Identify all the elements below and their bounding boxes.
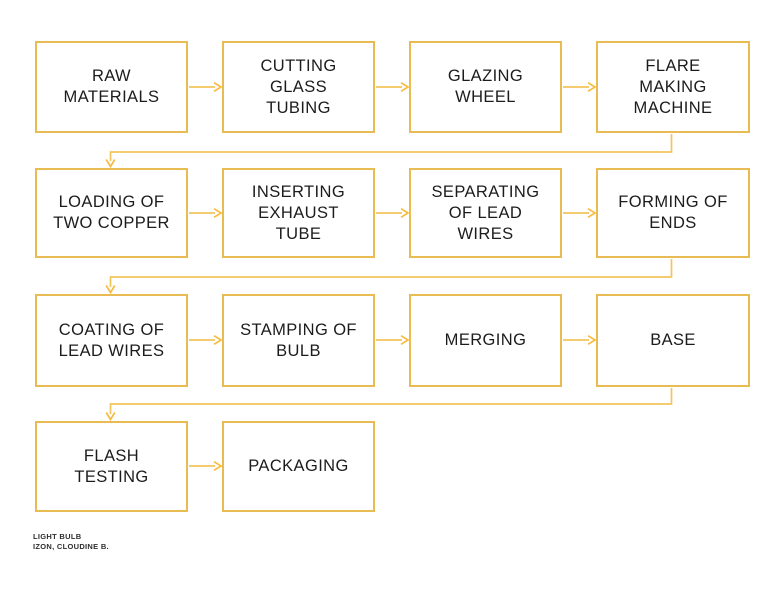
edge-merging-to-base-arrowhead	[587, 334, 597, 346]
edge-separating-to-forming-arrowhead	[587, 207, 597, 219]
edge-inserting-to-separating-arrowhead	[400, 207, 410, 219]
edge-flash-to-packaging-arrowhead	[213, 460, 223, 472]
edge-cutting-to-glazing-arrowhead	[400, 81, 410, 93]
node-flare-making-machine: FLARE MAKING MACHINE	[596, 41, 750, 133]
node-packaging: PACKAGING	[222, 421, 375, 512]
node-inserting-exhaust-tube: INSERTING EXHAUST TUBE	[222, 168, 375, 258]
node-stamping-of-bulb: STAMPING OF BULB	[222, 294, 375, 387]
edge-glazing-to-flare-arrowhead	[587, 81, 597, 93]
node-flash-testing: FLASH TESTING	[35, 421, 188, 512]
footer-credit: LIGHT BULB IZON, CLOUDINE B.	[33, 532, 109, 552]
footer-title: LIGHT BULB	[33, 532, 82, 541]
edge-stamping-to-merging-arrowhead	[400, 334, 410, 346]
edge-base-to-flash-arrowhead	[105, 412, 116, 422]
node-raw-materials: RAW MATERIALS	[35, 41, 188, 133]
edge-forming-to-coating-arrowhead	[105, 285, 116, 295]
edge-flare-to-loading-arrowhead	[105, 159, 116, 169]
node-cutting-glass-tubing: CUTTING GLASS TUBING	[222, 41, 375, 133]
node-base: BASE	[596, 294, 750, 387]
edge-base-to-flash-line	[109, 388, 673, 414]
footer-author: IZON, CLOUDINE B.	[33, 542, 109, 551]
edge-raw-to-cutting-arrowhead	[213, 81, 223, 93]
node-coating-of-lead-wires: COATING OF LEAD WIRES	[35, 294, 188, 387]
node-merging: MERGING	[409, 294, 562, 387]
node-forming-of-ends: FORMING OF ENDS	[596, 168, 750, 258]
node-separating-of-lead-wires: SEPARATING OF LEAD WIRES	[409, 168, 562, 258]
node-glazing-wheel: GLAZING WHEEL	[409, 41, 562, 133]
edge-flare-to-loading-line	[109, 134, 673, 161]
edge-forming-to-coating-line	[109, 259, 673, 287]
edge-coating-to-stamping-arrowhead	[213, 334, 223, 346]
edge-loading-to-inserting-arrowhead	[213, 207, 223, 219]
node-loading-of-two-copper: LOADING OF TWO COPPER	[35, 168, 188, 258]
